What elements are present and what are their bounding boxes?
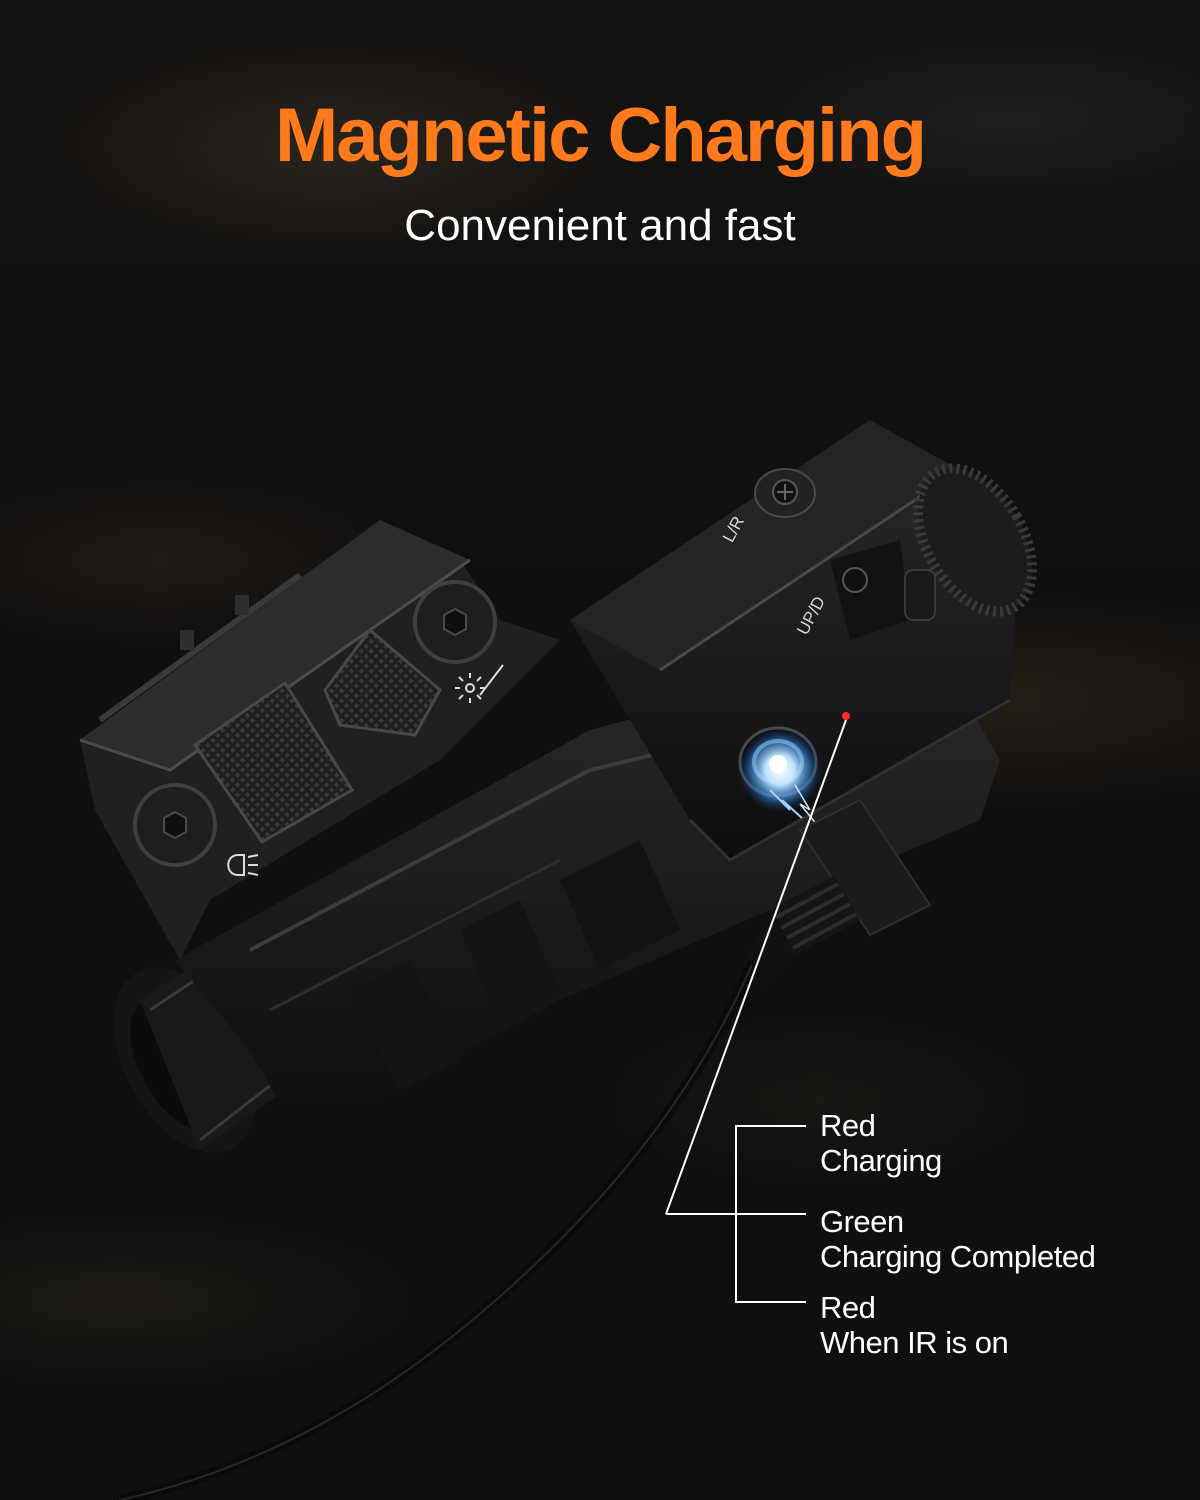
indicator-state-ir: Red When IR is on: [820, 1290, 1009, 1360]
indicator-state-completed: Green Charging Completed: [820, 1204, 1096, 1274]
flashlight-switch: [192, 680, 355, 844]
windage-screw: [754, 468, 816, 518]
indicator-status: Charging Completed: [820, 1239, 1096, 1274]
status-led: [842, 712, 850, 720]
annotation-lines: [665, 719, 847, 1303]
hex-screw-left: [133, 783, 217, 867]
indicator-status: When IR is on: [820, 1325, 1009, 1360]
page-subtitle: Convenient and fast: [404, 201, 796, 250]
laser-housing: [570, 420, 1020, 860]
page-title: Magnetic Charging: [274, 93, 927, 178]
laser-switch: [323, 627, 442, 737]
adjustment-knob: [913, 463, 1037, 617]
indicator-color: Red: [820, 1290, 876, 1325]
magnetic-charging-port: [738, 726, 822, 827]
hex-screw-right: [413, 580, 497, 664]
flashlight-icon: [227, 854, 259, 876]
laser-icon: [455, 664, 504, 703]
indicator-color: Green: [820, 1204, 904, 1239]
magnetic-connector: [745, 798, 932, 985]
indicator-state-charging: Red Charging: [820, 1108, 942, 1178]
elevation-screw: [830, 540, 936, 640]
indicator-color: Red: [820, 1108, 876, 1143]
indicator-status: Charging: [820, 1143, 942, 1178]
